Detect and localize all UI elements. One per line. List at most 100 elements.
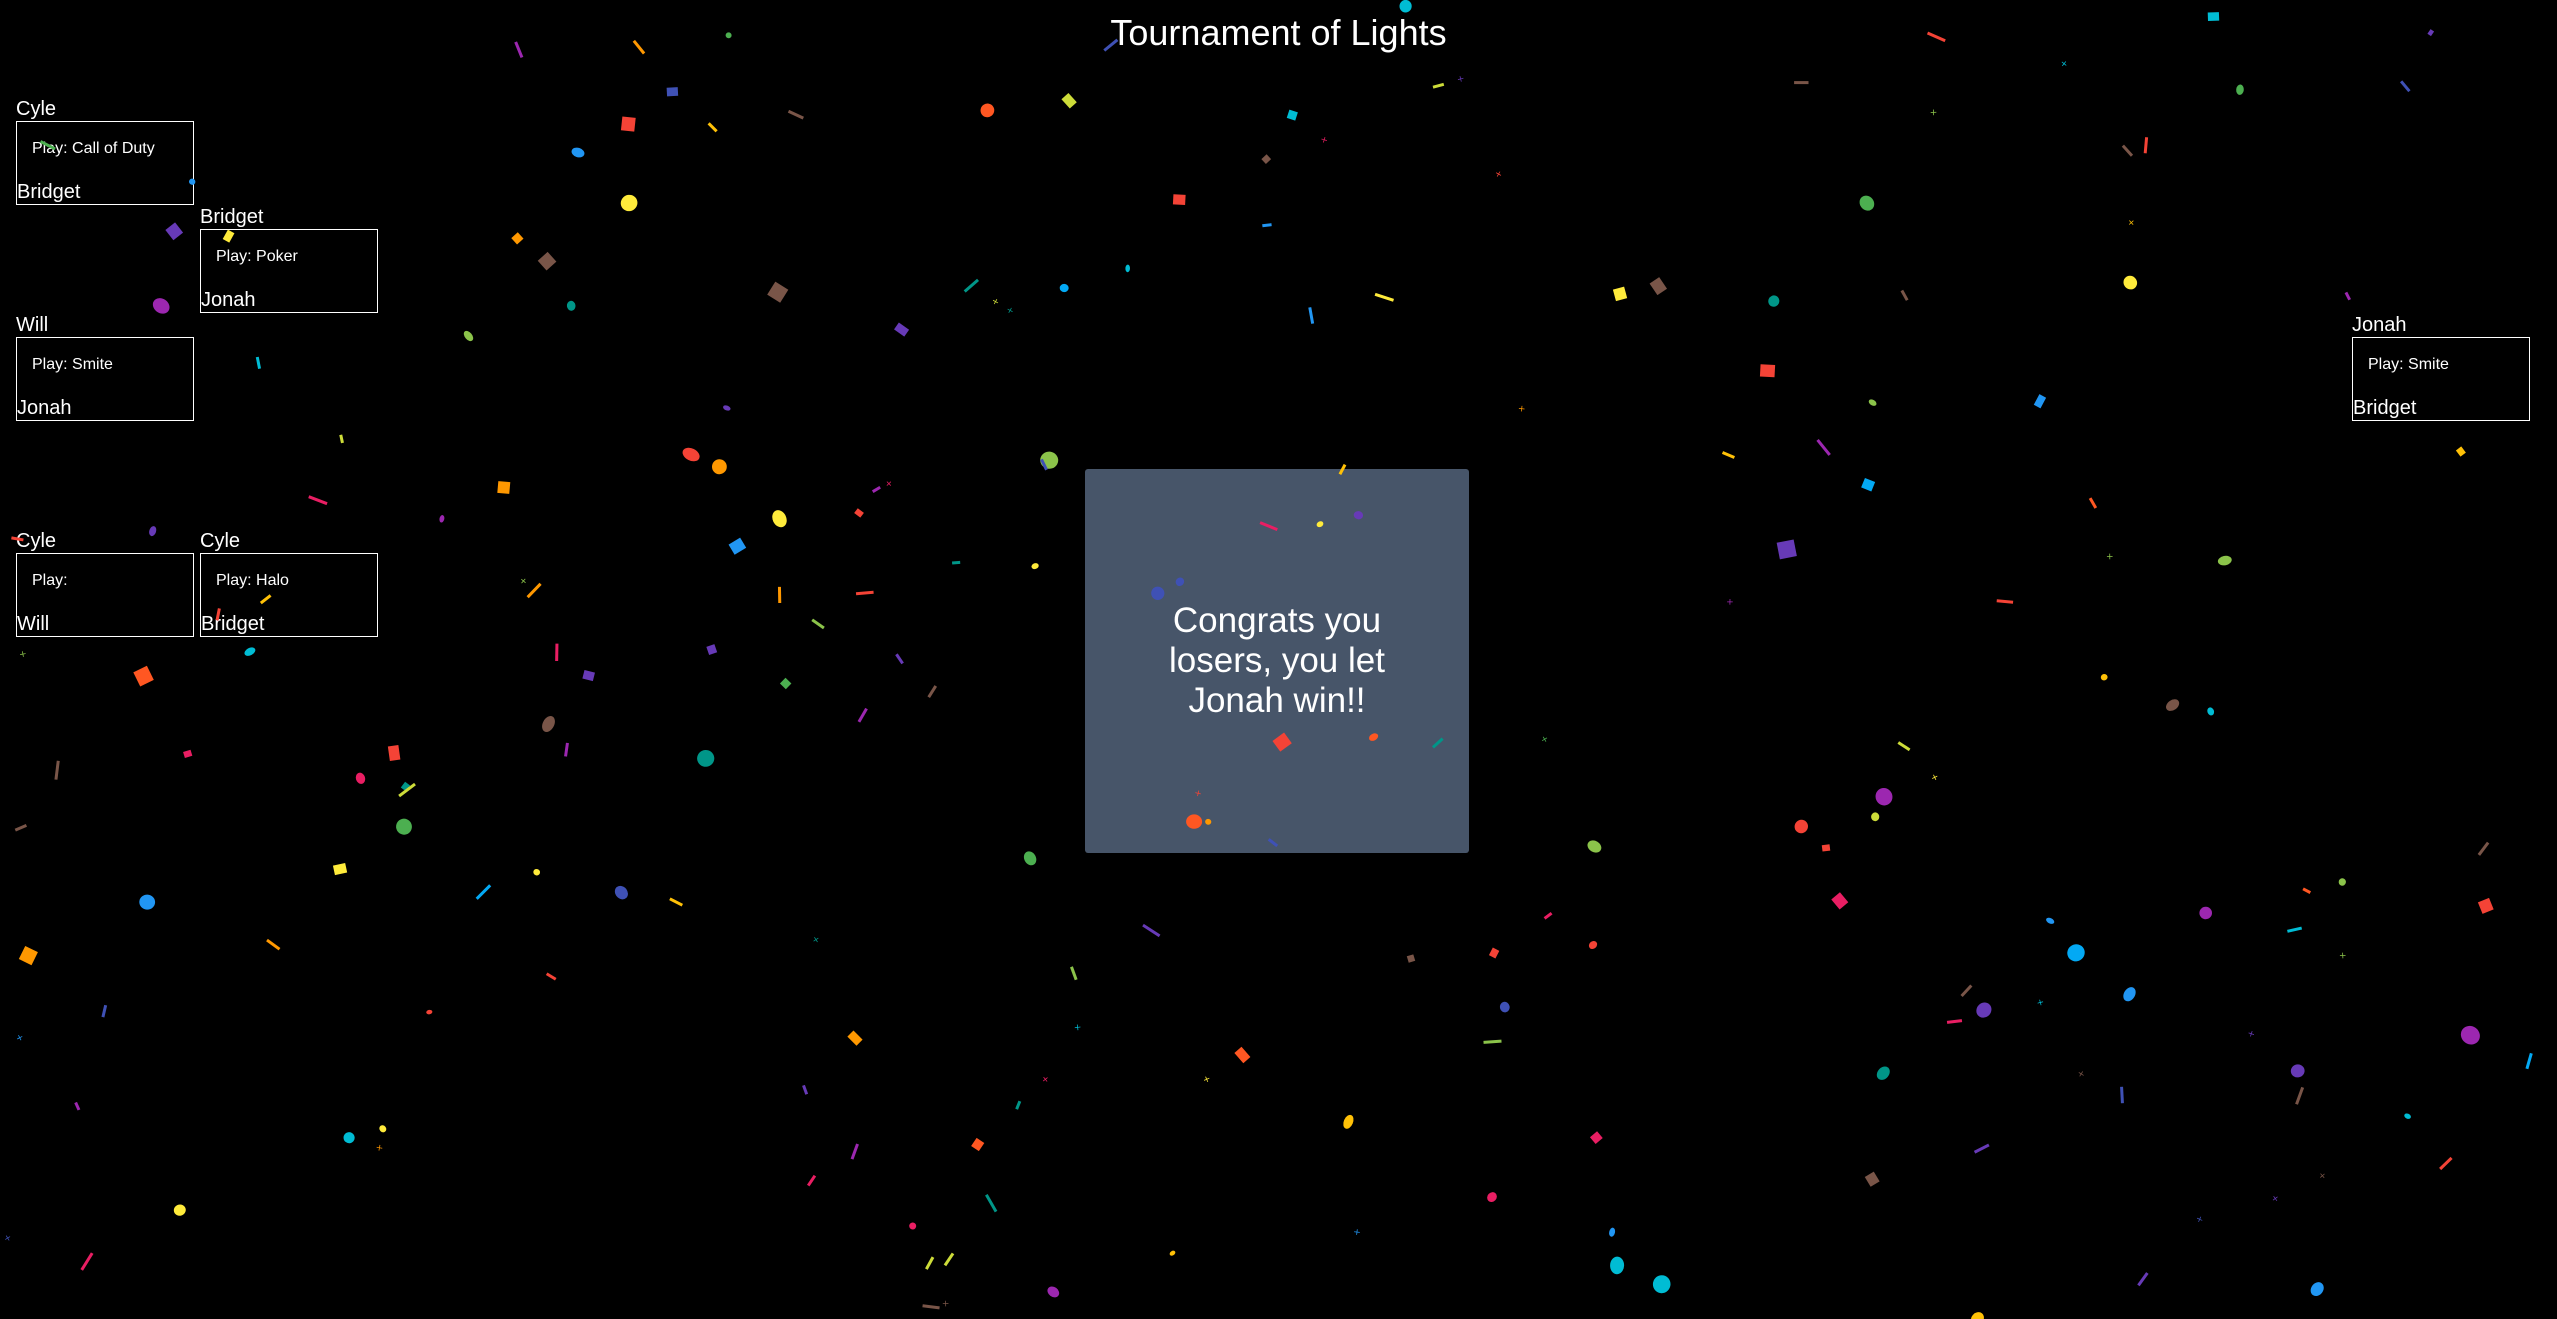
winner-message: Congrats you losers, you let Jonah win!!: [1169, 601, 1385, 720]
confetti-piece: [2123, 987, 2136, 1002]
confetti-piece: [850, 1143, 859, 1160]
confetti-piece: [1061, 92, 1077, 109]
confetti-piece: [1759, 364, 1776, 378]
confetti-piece: [1499, 1001, 1510, 1013]
confetti-piece: [332, 862, 348, 876]
confetti-piece: [54, 760, 60, 780]
confetti-piece: [2067, 944, 2085, 962]
confetti-piece: [1996, 599, 2014, 604]
confetti-piece: [669, 897, 684, 907]
confetti-piece: [1794, 819, 1808, 834]
confetti-piece: [1343, 1114, 1354, 1129]
confetti-piece: [2120, 1086, 2124, 1104]
confetti-piece: +: [1456, 72, 1466, 84]
confetti-piece: [620, 194, 638, 212]
match-top-player: Will: [16, 314, 49, 336]
confetti-piece: [963, 278, 980, 293]
confetti-piece: [1406, 954, 1416, 963]
confetti-piece: +: [2035, 996, 2045, 1008]
confetti-piece: [2143, 137, 2149, 154]
match-bottom-player: Will: [17, 613, 50, 635]
confetti-piece: [101, 1004, 108, 1018]
confetti-piece: [379, 1125, 387, 1133]
confetti-piece: [807, 1174, 817, 1187]
confetti-piece: [1059, 283, 1069, 293]
confetti-piece: [426, 1009, 433, 1015]
confetti-piece: [1875, 787, 1893, 806]
confetti-piece: [1612, 286, 1628, 302]
confetti-piece: [139, 894, 156, 910]
confetti-piece: [165, 222, 184, 241]
match-box: Play: Smite Jonah: [16, 337, 194, 421]
confetti-piece: [777, 586, 782, 604]
confetti-piece: [1015, 1100, 1022, 1110]
match-box: Play: Call of Duty Bridget: [16, 121, 194, 205]
confetti-piece: +: [2316, 1169, 2328, 1181]
confetti-piece: [697, 749, 715, 767]
confetti-piece: [80, 1252, 94, 1271]
confetti-piece: [1973, 1143, 1990, 1154]
confetti-piece: [2088, 497, 2098, 509]
confetti-piece: [2123, 275, 2138, 290]
confetti-piece: [857, 707, 868, 723]
confetti-piece: [511, 232, 524, 245]
confetti-piece: [14, 823, 28, 832]
confetti-piece: +: [1, 1231, 13, 1243]
confetti-piece: [2137, 1272, 2149, 1287]
confetti-piece: [706, 644, 718, 655]
confetti-piece: [2166, 699, 2180, 711]
confetti-piece: [533, 868, 541, 876]
confetti-piece: [1831, 892, 1849, 910]
confetti-piece: [463, 330, 474, 342]
confetti-piece: [811, 618, 825, 630]
confetti-piece: [779, 677, 792, 690]
match-left-r1-3: Cyle Play: Will: [16, 529, 194, 637]
confetti-piece: [772, 510, 787, 528]
confetti-piece: [2338, 878, 2346, 886]
confetti-piece: [2033, 394, 2047, 409]
confetti-piece: [1172, 194, 1186, 206]
confetti-piece: +: [2076, 1067, 2088, 1079]
confetti-piece: [2217, 555, 2232, 566]
confetti-piece: [571, 147, 585, 158]
match-box: Play: Will: [16, 553, 194, 637]
confetti-piece: +: [1492, 169, 1504, 181]
confetti-piece: [855, 590, 874, 596]
confetti-piece: [308, 495, 328, 506]
confetti-piece: [1587, 840, 1602, 853]
match-play-label: Play: Poker: [216, 248, 298, 265]
match-top-player: Jonah: [2352, 314, 2407, 336]
confetti-piece: +: [1518, 402, 1527, 413]
confetti-piece: [922, 1304, 940, 1310]
confetti-piece: [2199, 906, 2212, 920]
page-title: Tournament of Lights: [1110, 12, 1447, 53]
confetti-piece: +: [13, 1032, 25, 1043]
confetti-piece: [2100, 673, 2108, 681]
confetti-piece: [1970, 1312, 1984, 1319]
confetti-piece: [952, 560, 961, 565]
confetti-piece: [1768, 295, 1780, 307]
confetti-piece: +: [2268, 1193, 2281, 1205]
confetti-piece: [666, 87, 679, 97]
confetti-piece: [339, 434, 344, 444]
confetti-piece: [1721, 451, 1735, 459]
confetti-piece: [2290, 1064, 2305, 1078]
confetti-piece: [1946, 1019, 1963, 1024]
confetti-piece: [244, 647, 256, 656]
confetti-piece: +: [516, 574, 528, 586]
confetti-piece: [2455, 446, 2466, 457]
match-box: Play: Halo Bridget: [200, 553, 378, 637]
confetti-piece: [475, 884, 492, 900]
confetti-piece: +: [882, 477, 894, 489]
confetti-piece: [2399, 80, 2411, 93]
confetti-piece: +: [2104, 553, 2114, 561]
confetti-piece: [1794, 81, 1809, 85]
confetti-piece: [2460, 1025, 2480, 1045]
confetti-piece: [614, 885, 628, 900]
confetti-piece: [1776, 539, 1797, 560]
confetti-piece: [173, 1204, 186, 1216]
confetti-piece: [1399, 0, 1412, 13]
confetti-piece: [971, 1137, 985, 1152]
confetti-piece: +: [1538, 734, 1550, 746]
confetti-piece: [985, 1194, 998, 1213]
